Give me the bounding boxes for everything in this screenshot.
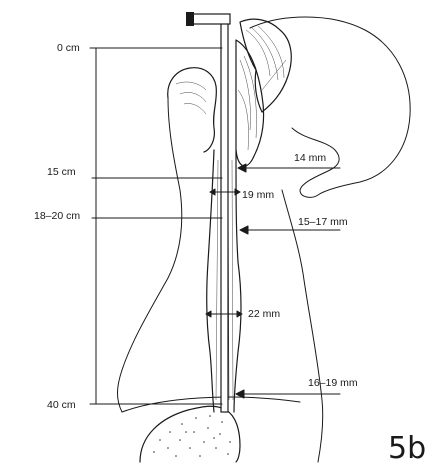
diameter-label-14mm: 14 mm [294, 152, 326, 164]
tongue-hatching [238, 56, 257, 150]
stomach-stipple [153, 415, 231, 457]
diameter-label-19mm: 19 mm [242, 189, 274, 201]
figure-label: 5b [388, 431, 426, 464]
diaphragm [122, 397, 300, 412]
mandible-hatching [176, 82, 206, 114]
measuring-rod [221, 18, 228, 412]
diameter-label-16-19mm: 16–19 mm [308, 377, 358, 389]
mandible [168, 68, 217, 152]
rod-handle [192, 14, 230, 24]
diameter-label-15-17mm: 15–17 mm [298, 216, 348, 228]
body-outline-right [282, 190, 323, 462]
depth-label-40: 40 cm [47, 399, 76, 411]
depth-label-18-20: 18–20 cm [34, 210, 80, 222]
arrow-14mm [238, 164, 340, 172]
stomach [140, 406, 240, 462]
arrow-16-19mm [236, 390, 340, 398]
rod-knob [186, 12, 194, 26]
depth-label-0: 0 cm [57, 42, 80, 54]
depth-label-15: 15 cm [47, 166, 76, 178]
diameter-label-22mm: 22 mm [248, 308, 280, 320]
body-outline-left [118, 98, 182, 412]
